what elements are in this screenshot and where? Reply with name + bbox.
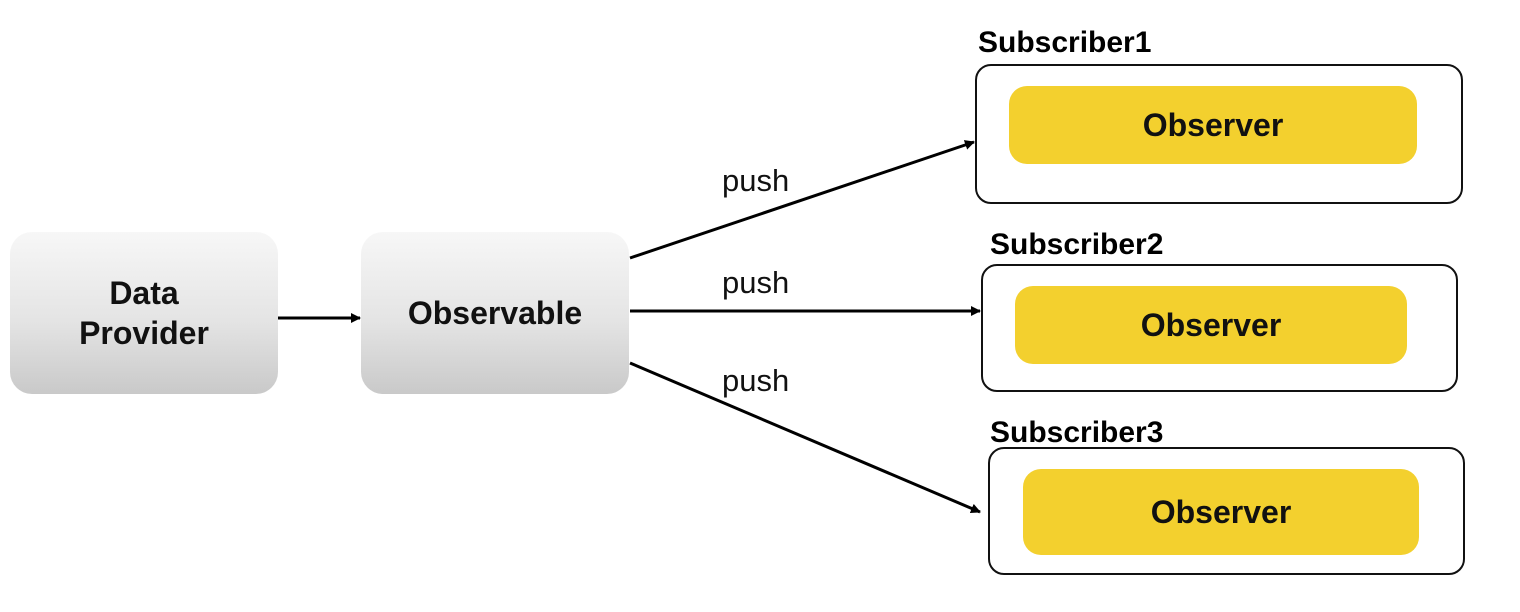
subscriber3-label: Subscriber3 — [990, 416, 1164, 449]
subscriber2-observer: Observer — [1015, 286, 1407, 364]
observable-label: Observable — [407, 295, 583, 331]
subscriber1-box: Observer — [975, 64, 1463, 204]
subscriber1-observer: Observer — [1009, 86, 1417, 164]
data-provider-label-line2: Provider — [79, 315, 209, 351]
data-provider-node: Data Provider — [10, 232, 278, 394]
data-provider-label-line1: Data — [109, 275, 179, 311]
arrow-observable-to-subscriber3 — [629, 361, 981, 514]
subscriber2-box: Observer — [981, 264, 1458, 392]
edge-label-push-2: push — [722, 265, 790, 300]
subscriber3-box: Observer — [988, 447, 1465, 575]
edge-label-push-1: push — [722, 163, 790, 198]
edge-label-push-3: push — [722, 363, 790, 398]
subscriber3-observer: Observer — [1023, 469, 1419, 555]
subscriber2-label: Subscriber2 — [990, 228, 1164, 261]
observable-node: Observable — [361, 232, 629, 394]
subscriber1-label: Subscriber1 — [978, 26, 1152, 59]
arrow-observable-to-subscriber1 — [629, 140, 975, 260]
